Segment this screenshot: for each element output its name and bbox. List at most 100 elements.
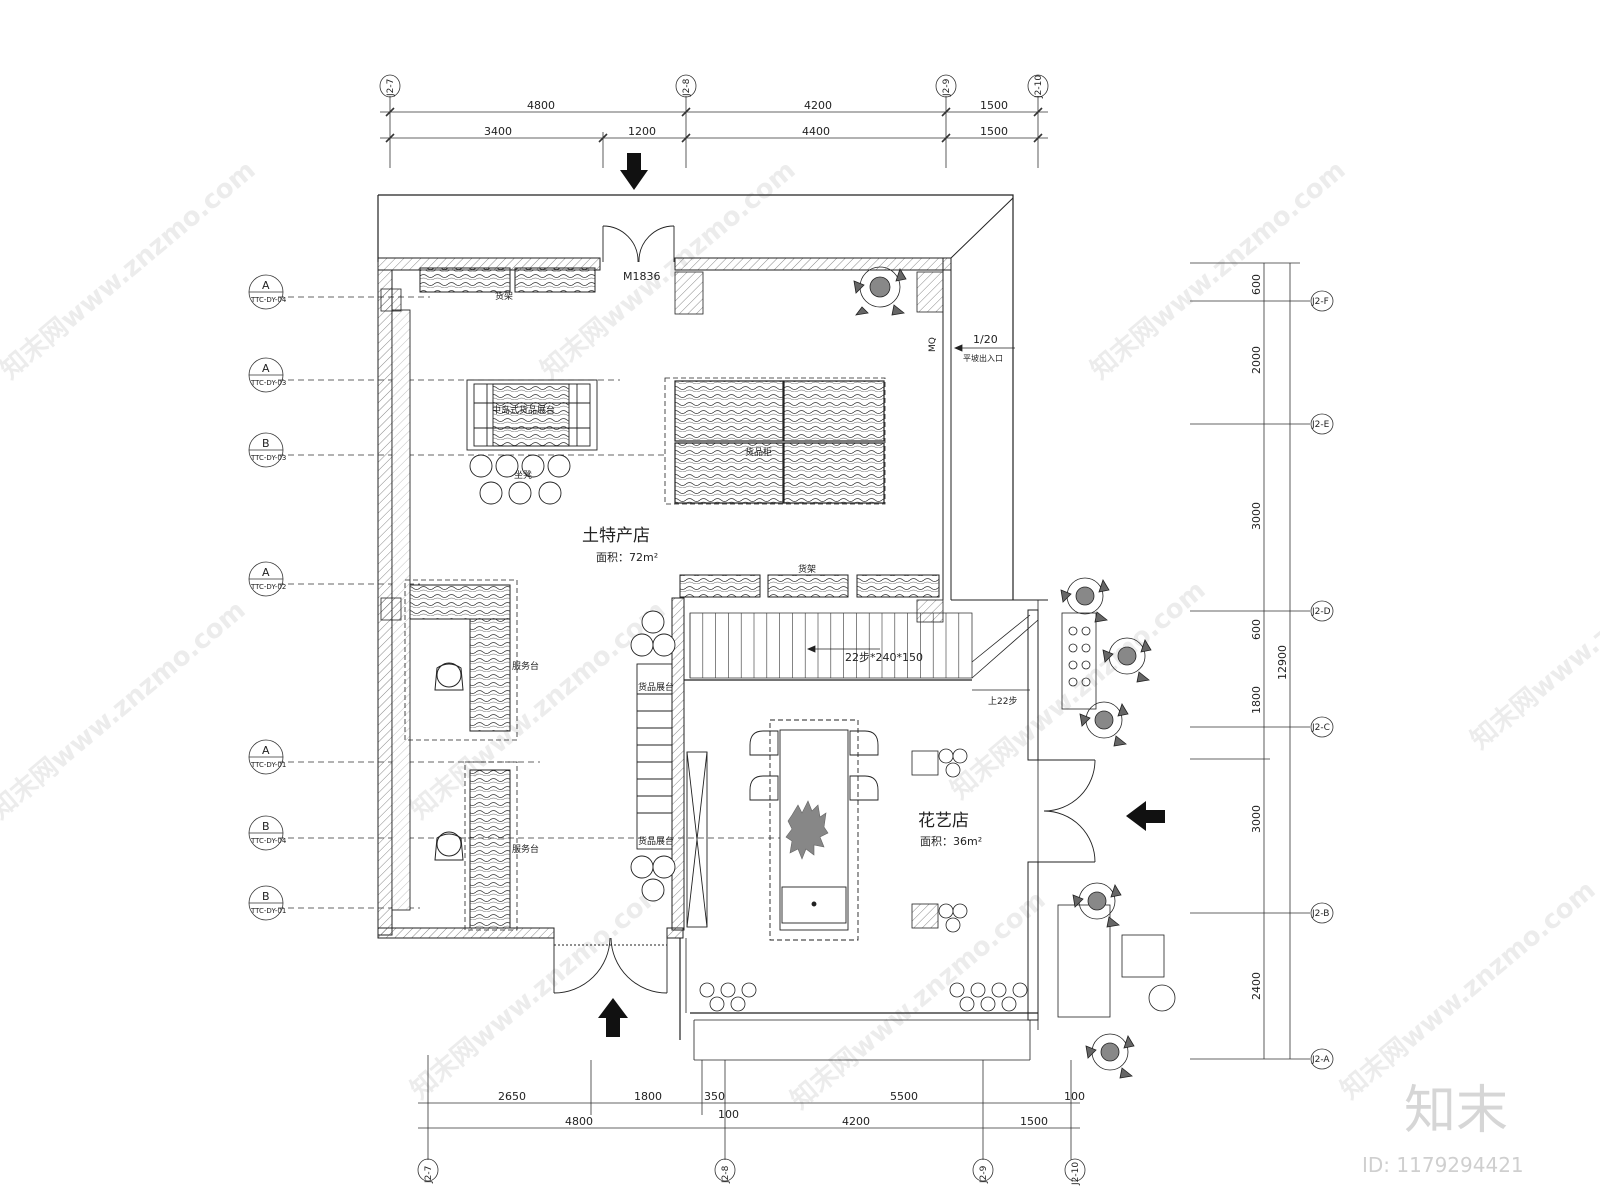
flower-bouquet-icon: [785, 800, 829, 860]
label-stairs-up: 上22步: [988, 696, 1017, 707]
grid-top-8: J2-8: [682, 78, 692, 97]
watermark-5: 知末网www.znzmo.com: [405, 595, 671, 825]
label-display-stand-2: 货品展台: [638, 835, 674, 847]
watermark-7: 知末网www.znzmo.com: [405, 875, 671, 1105]
watermark-3: 知末网www.znzmo.com: [1085, 155, 1351, 385]
dim-bottom-100b: 100: [718, 1108, 739, 1121]
room-name-specialty: 土特产店: [582, 526, 650, 546]
dim-top-4800: 4800: [527, 99, 555, 112]
section-letter-6: B: [262, 820, 270, 833]
flower-pot-clusters: [699, 748, 1028, 1012]
grid-bottom-10: J2-10: [1071, 1162, 1081, 1186]
dim-right-3000b: 3000: [1250, 805, 1263, 833]
flower-work-table: [749, 719, 879, 941]
room-name-flower: 花艺店: [918, 811, 969, 831]
label-display-stand-1: 货品展台: [638, 681, 674, 693]
grid-bottom-8: J2-8: [721, 1165, 731, 1184]
dim-top-4200: 4200: [804, 99, 832, 112]
top-axis-labels: J2-7 J2-8 J2-9 J2-10 4800 4200 1500 3400…: [386, 75, 1044, 138]
display-stand-rack: [636, 663, 708, 928]
dim-top-1200: 1200: [628, 125, 656, 138]
image-id: ID: 1179294421: [1362, 1153, 1524, 1177]
dim-bottom-1500: 1500: [1020, 1115, 1048, 1128]
top-shelves: [419, 267, 596, 293]
top-double-door: [602, 225, 675, 263]
display-cabinet: [664, 377, 886, 505]
right-axis-labels: J2-F J2-E J2-D J2-C J2-B J2-A 600 2000 3…: [1250, 274, 1331, 1065]
section-code-1: TTC-DY-04: [250, 296, 287, 304]
grid-right-E: J2-E: [1311, 420, 1330, 430]
label-service-desk-2: 服务台: [512, 843, 539, 855]
display-table: [466, 379, 598, 451]
exterior-planter-top: [1061, 612, 1097, 710]
bottom-double-door: [553, 937, 668, 994]
label-slope-label: 平坡出入口: [963, 353, 1003, 363]
building-walls: [377, 194, 1048, 1061]
stools: [469, 454, 571, 505]
watermark-4: 知末网www.znzmo.com: [0, 595, 251, 825]
label-slope: 1/20: [973, 333, 998, 346]
label-stairs: 22步*240*150: [845, 651, 923, 664]
right-dimensions: [1190, 262, 1334, 1070]
service-desk-2: [434, 761, 518, 931]
section-letter-5: A: [262, 744, 270, 757]
label-display-cabinet: 货品柜: [745, 446, 772, 458]
entrance-arrow-top-icon: [620, 153, 648, 190]
entrance-arrow-right-icon: [1126, 801, 1165, 831]
section-code-5: TTC-DY-01: [250, 761, 286, 769]
door-label-m1836: M1836: [623, 270, 661, 283]
dim-bottom-1800: 1800: [634, 1090, 662, 1103]
service-desk-1: [404, 579, 518, 741]
section-letter-4: A: [262, 566, 270, 579]
middle-shelves: [679, 574, 940, 598]
grid-right-B: J2-B: [1311, 909, 1329, 919]
label-service-desk-1: 服务台: [512, 660, 539, 672]
grid-bottom-7: J2-7: [424, 1166, 434, 1184]
grid-right-D: J2-D: [1311, 607, 1331, 617]
dim-bottom-4800: 4800: [565, 1115, 593, 1128]
label-shelf-top: 货架: [495, 290, 513, 302]
bottom-dimensions: [417, 1055, 1086, 1182]
dim-top-1500b: 1500: [980, 125, 1008, 138]
section-code-3: TTC-DY-03: [250, 454, 286, 462]
room-area-specialty: 面积：72m²: [596, 551, 658, 564]
dim-top-4400: 4400: [802, 125, 830, 138]
section-code-2: TTC-DY-03: [250, 379, 286, 387]
dim-right-3000a: 3000: [1250, 502, 1263, 530]
right-double-door: [1038, 759, 1096, 863]
entrance-arrow-bottom-icon: [598, 998, 628, 1037]
dim-bottom-2650: 2650: [498, 1090, 526, 1103]
stair-treads: [689, 613, 960, 678]
section-letter-7: B: [262, 890, 270, 903]
grid-top-10: J2-10: [1034, 75, 1044, 99]
watermark-9: 知末网www.znzmo.com: [1335, 875, 1600, 1105]
section-letter-2: A: [262, 362, 270, 375]
grid-top-7: J2-7: [386, 79, 396, 97]
dim-right-2400: 2400: [1250, 972, 1263, 1000]
dim-top-3400: 3400: [484, 125, 512, 138]
left-column-stools: [630, 610, 676, 902]
section-code-4: TTC-DY-02: [250, 583, 286, 591]
bottom-axis-labels: 2650 1800 350 5500 100 4800 100 4200 150…: [424, 1090, 1085, 1186]
section-code-6: TTC-DY-04: [250, 837, 287, 845]
section-letter-3: B: [262, 437, 270, 450]
slope-arrow-icon: [953, 344, 1015, 352]
plant-icons: [853, 266, 1152, 1079]
dim-bottom-350: 350: [704, 1090, 725, 1103]
grid-right-A: J2-A: [1311, 1055, 1330, 1065]
label-mq: MQ: [928, 337, 938, 352]
watermark-layer: 知末网www.znzmo.com 知末网www.znzmo.com 知末网www…: [0, 155, 1600, 1115]
grid-right-C: J2-C: [1311, 723, 1330, 733]
section-letter-1: A: [262, 279, 270, 292]
room-area-flower: 面积：36m²: [920, 835, 982, 848]
dim-right-600b: 600: [1250, 619, 1263, 640]
dim-right-600a: 600: [1250, 274, 1263, 295]
watermark-1: 知末网www.znzmo.com: [0, 155, 261, 385]
stair-flight-2: [971, 614, 1039, 691]
section-code-7: TTC-DY-01: [250, 907, 286, 915]
exterior-planter-bottom: [1057, 904, 1176, 1018]
dim-bottom-100a: 100: [1064, 1090, 1085, 1103]
dim-top-1500a: 1500: [980, 99, 1008, 112]
dim-right-total: 12900: [1276, 645, 1289, 680]
dim-bottom-4200: 4200: [842, 1115, 870, 1128]
